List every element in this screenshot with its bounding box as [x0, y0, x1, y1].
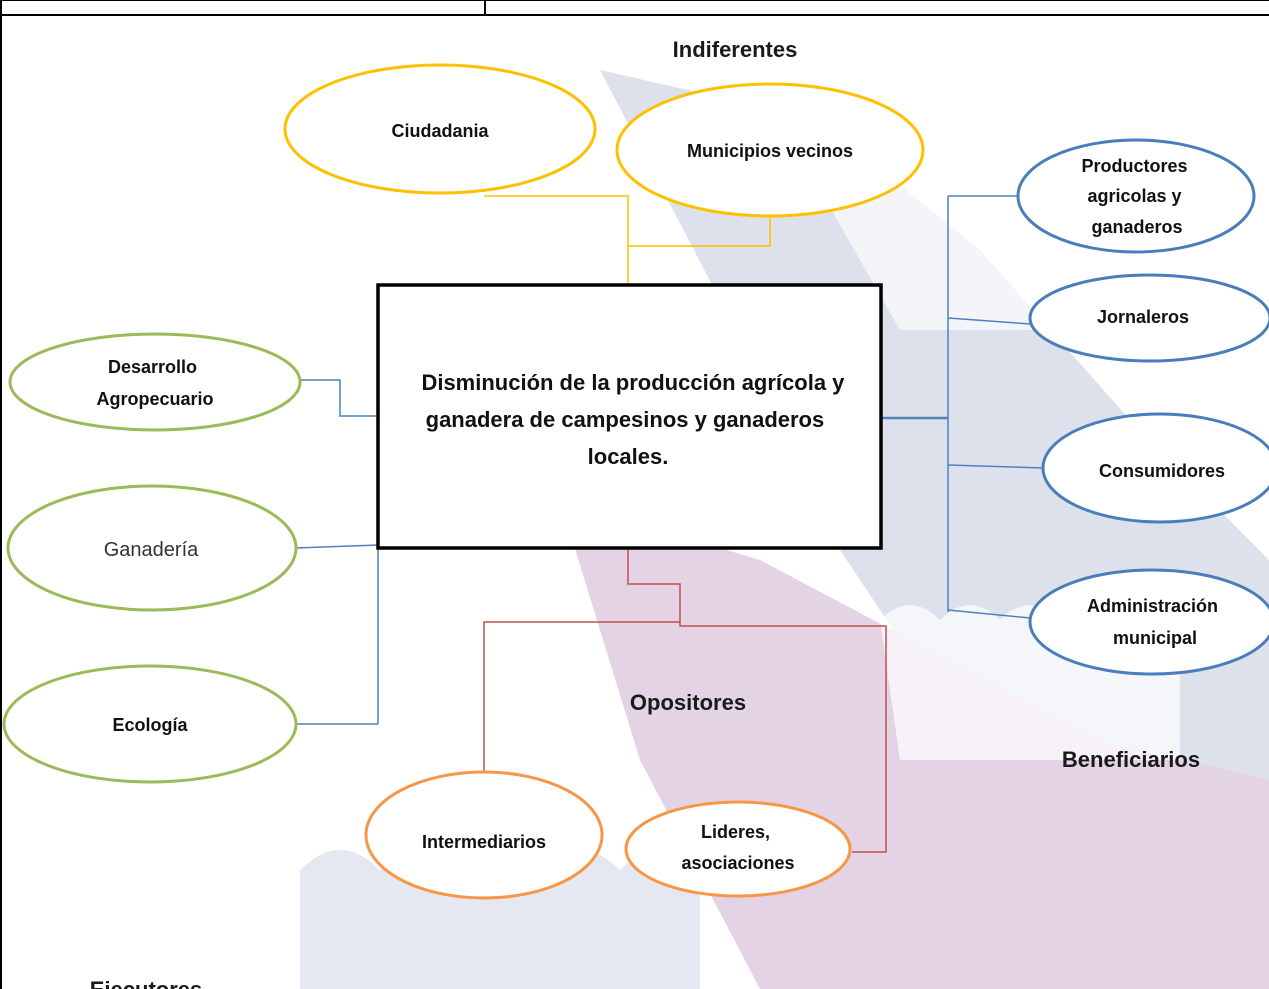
label-ganaderia: Ganadería	[104, 539, 199, 561]
ellipse-administracion	[1028, 568, 1269, 676]
label-jornaleros: Jornaleros	[1097, 307, 1189, 327]
central-line-1: Disminución de la producción agrícola y	[421, 370, 845, 395]
group-indiferentes: Ciudadania Municipios vecinos	[283, 63, 925, 218]
table-border-row	[0, 14, 1269, 16]
ellipse-ganaderia	[6, 484, 298, 612]
connector-intermediarios	[483, 621, 680, 772]
connectors-opositores	[483, 549, 887, 853]
connectors-ejecutores	[295, 379, 379, 725]
connectors-beneficiarios	[882, 195, 1045, 619]
table-border-top	[0, 0, 1269, 1]
central-problem-box: Disminución de la producción agrícola y …	[376, 283, 883, 550]
label-administracion-line-2: municipal	[1113, 628, 1197, 648]
table-border-divider	[484, 0, 486, 15]
connector-consumidores	[947, 464, 1045, 469]
group-beneficiarios: Productores agricolas y ganaderos Jornal…	[1016, 138, 1269, 676]
label-desarrollo-line-1: Desarrollo	[108, 357, 197, 377]
connector-ganaderia	[295, 544, 379, 549]
heading-opositores: Opositores	[630, 690, 746, 715]
label-consumidores: Consumidores	[1099, 461, 1225, 481]
label-intermediarios: Intermediarios	[422, 832, 546, 852]
ellipse-intermediarios	[364, 770, 604, 900]
table-border-left	[0, 0, 2, 989]
label-desarrollo: Desarrollo Agropecuario	[96, 357, 213, 409]
label-lideres-line-1: Lideres,	[701, 822, 770, 842]
central-line-3: locales.	[588, 444, 669, 469]
connector-desarrollo	[300, 379, 378, 417]
label-lideres-line-2: asociaciones	[681, 853, 794, 873]
ellipse-ecologia	[2, 664, 298, 784]
label-administracion: Administración municipal	[1087, 596, 1223, 648]
label-productores-line-3: ganaderos	[1091, 217, 1182, 237]
ellipse-consumidores	[1041, 412, 1269, 524]
label-ciudadania: Ciudadania	[391, 121, 489, 141]
label-lideres: Lideres, asociaciones	[681, 822, 794, 873]
group-opositores: Intermediarios Lideres, asociaciones	[364, 770, 852, 900]
connector-municipios	[628, 218, 771, 247]
ellipse-lideres	[624, 800, 852, 898]
ellipse-jornaleros	[1028, 273, 1269, 363]
heading-beneficiarios: Beneficiarios	[1062, 747, 1200, 772]
ellipse-productores	[1016, 138, 1256, 254]
group-ejecutores: Desarrollo Agropecuario Ganadería Ecolog…	[2, 332, 302, 784]
label-administracion-line-1: Administración	[1087, 596, 1218, 616]
central-box-frame	[376, 283, 883, 550]
label-municipios-vecinos: Municipios vecinos	[687, 141, 853, 161]
connector-jornaleros	[947, 317, 1031, 325]
central-text: Disminución de la producción agrícola y …	[421, 370, 850, 469]
label-productores-line-1: Productores	[1081, 156, 1187, 176]
label-productores: Productores agricolas y ganaderos	[1081, 156, 1192, 237]
central-line-2: ganadera de campesinos y ganaderos	[426, 407, 825, 432]
connector-ciudadania	[484, 195, 629, 286]
heading-indiferentes: Indiferentes	[673, 37, 798, 62]
label-desarrollo-line-2: Agropecuario	[96, 389, 213, 409]
heading-ejecutores: Ejecutores	[90, 977, 203, 989]
ellipse-ciudadania	[283, 63, 597, 195]
label-productores-line-2: agricolas y	[1087, 186, 1181, 206]
connectors-indiferentes	[484, 195, 771, 286]
connector-opositores-main	[627, 549, 887, 853]
watermark-cloud-edge	[300, 850, 700, 989]
ellipse-municipios-vecinos	[615, 82, 925, 218]
ellipse-desarrollo	[8, 332, 302, 432]
connector-administracion	[947, 609, 1031, 619]
label-ecologia: Ecología	[112, 715, 188, 735]
